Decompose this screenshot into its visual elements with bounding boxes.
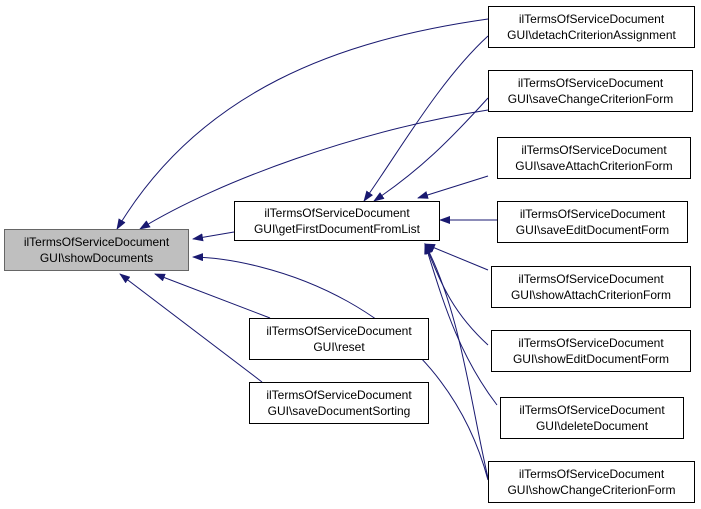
- node-delete-document-line1: ilTermsOfServiceDocument: [519, 403, 665, 417]
- node-get-first-document-line1: ilTermsOfServiceDocument: [264, 206, 410, 220]
- edge-showchange-to-show: [192, 253, 489, 481]
- node-show-change-criterion-form-line1: ilTermsOfServiceDocument: [518, 467, 665, 481]
- node-show-documents-line2: GUI\showDocuments: [39, 251, 154, 265]
- node-save-change-criterion-form[interactable]: ilTermsOfServiceDocument GUI\saveChangeC…: [488, 70, 693, 112]
- node-show-attach-criterion-form-line1: ilTermsOfServiceDocument: [518, 272, 664, 286]
- edge-showattach-to-first: [424, 243, 489, 271]
- node-reset-line1: ilTermsOfServiceDocument: [266, 324, 412, 338]
- edge-detach-to-show: [116, 18, 489, 230]
- node-show-documents-line1: ilTermsOfServiceDocument: [23, 235, 170, 249]
- edge-saveattach-to-first: [417, 175, 489, 199]
- node-show-change-criterion-form-line2: GUI\showChangeCriterionForm: [507, 483, 676, 497]
- node-show-edit-document-form-line2: GUI\showEditDocumentForm: [512, 352, 670, 366]
- node-save-document-sorting-line1: ilTermsOfServiceDocument: [266, 388, 412, 402]
- node-save-attach-criterion-form-line2: GUI\saveAttachCriterionForm: [515, 159, 673, 173]
- node-save-edit-document-form-line1: ilTermsOfServiceDocument: [519, 207, 666, 221]
- node-get-first-document[interactable]: ilTermsOfServiceDocument GUI\getFirstDoc…: [234, 201, 440, 241]
- node-detach-criterion-assignment-line2: GUI\detachCriterionAssignment: [507, 28, 676, 42]
- node-show-attach-criterion-form[interactable]: ilTermsOfServiceDocument GUI\showAttachC…: [491, 266, 691, 308]
- node-save-change-criterion-form-line2: GUI\saveChangeCriterionForm: [507, 92, 674, 106]
- node-show-change-criterion-form[interactable]: ilTermsOfServiceDocument GUI\showChangeC…: [488, 461, 695, 503]
- edge-savechange-to-show: [139, 109, 489, 230]
- node-save-document-sorting-line2: GUI\saveDocumentSorting: [267, 404, 411, 418]
- node-detach-criterion-assignment[interactable]: ilTermsOfServiceDocument GUI\detachCrite…: [488, 6, 695, 48]
- edge-sorting-to-show: [119, 273, 263, 383]
- node-save-change-criterion-form-line1: ilTermsOfServiceDocument: [517, 76, 664, 90]
- node-show-documents[interactable]: ilTermsOfServiceDocument GUI\showDocumen…: [4, 229, 189, 271]
- edge-showchange-to-first: [424, 243, 489, 479]
- node-show-edit-document-form[interactable]: ilTermsOfServiceDocument GUI\showEditDoc…: [491, 330, 691, 372]
- edge-showedit-to-first: [424, 243, 489, 346]
- node-save-edit-document-form[interactable]: ilTermsOfServiceDocument GUI\saveEditDoc…: [497, 201, 688, 243]
- edge-first-to-show: [192, 231, 235, 242]
- edge-reset-to-show: [154, 273, 271, 319]
- node-get-first-document-line2: GUI\getFirstDocumentFromList: [253, 222, 421, 236]
- node-detach-criterion-assignment-line1: ilTermsOfServiceDocument: [518, 12, 665, 26]
- edge-detach-to-first: [363, 35, 489, 202]
- node-delete-document[interactable]: ilTermsOfServiceDocument GUI\deleteDocum…: [500, 397, 684, 439]
- node-show-edit-document-form-line1: ilTermsOfServiceDocument: [518, 336, 664, 350]
- edge-savechange-to-first: [373, 97, 489, 202]
- node-delete-document-line2: GUI\deleteDocument: [535, 419, 649, 433]
- node-show-attach-criterion-form-line2: GUI\showAttachCriterionForm: [510, 288, 672, 302]
- node-reset[interactable]: ilTermsOfServiceDocument GUI\reset: [249, 318, 429, 360]
- node-save-document-sorting[interactable]: ilTermsOfServiceDocument GUI\saveDocumen…: [249, 382, 429, 424]
- node-save-edit-document-form-line2: GUI\saveEditDocumentForm: [515, 223, 670, 237]
- node-reset-line2: GUI\reset: [313, 340, 365, 354]
- edge-delete-to-first: [424, 243, 498, 406]
- node-save-attach-criterion-form[interactable]: ilTermsOfServiceDocument GUI\saveAttachC…: [497, 137, 691, 179]
- node-save-attach-criterion-form-line1: ilTermsOfServiceDocument: [521, 143, 667, 157]
